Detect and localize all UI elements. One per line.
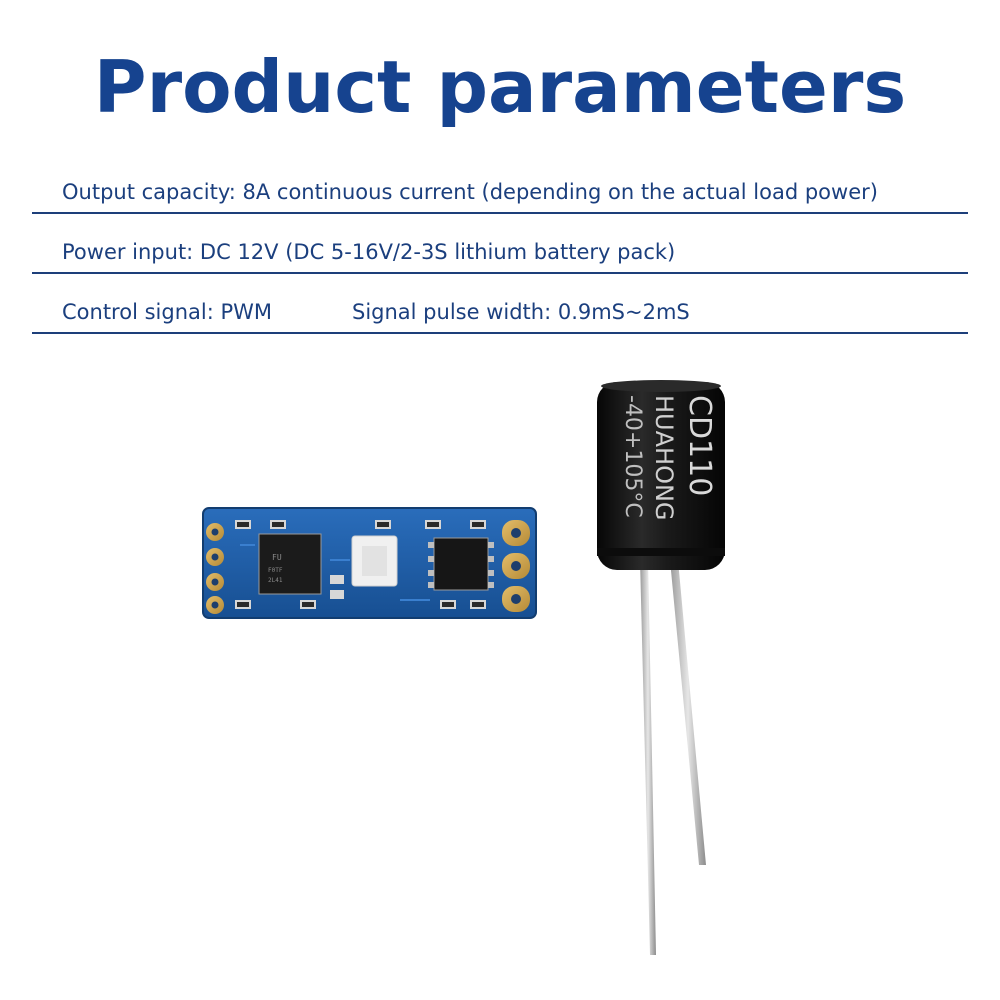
capacitor-brand: HUAHONG (650, 395, 678, 521)
svg-text:FU: FU (272, 553, 282, 562)
param-power-text: Power input: DC 12V (DC 5-16V/2-3S lithi… (62, 240, 676, 264)
param-row-signal: Control signal: PWM Signal pulse width: … (32, 274, 968, 334)
param-row-power: Power input: DC 12V (DC 5-16V/2-3S lithi… (32, 214, 968, 274)
electrolytic-capacitor: CD110 HUAHONG -40+105°C (597, 380, 725, 955)
svg-text:F0TF: F0TF (268, 567, 283, 574)
param-control-text: Control signal: PWM (62, 300, 272, 324)
left-solder-pads (206, 523, 224, 614)
driver-chip (428, 537, 494, 591)
smd-components (235, 520, 486, 609)
mcu-chip: FU F0TF 2L41 (258, 533, 322, 595)
right-solder-pads (502, 520, 530, 612)
capacitor-print: CD110 HUAHONG -40+105°C (620, 395, 717, 521)
svg-text:2L41: 2L41 (268, 577, 283, 584)
page-title: Product parameters (93, 45, 907, 129)
capacitor-model: CD110 (682, 395, 717, 496)
param-pulse-text: Signal pulse width: 0.9mS~2mS (352, 300, 690, 324)
capacitor-temp: -40+105°C (620, 395, 645, 518)
product-photo: FU F0TF 2L41 CD110 (202, 380, 725, 955)
param-output-text: Output capacity: 8A continuous current (… (62, 180, 878, 204)
param-row-output: Output capacity: 8A continuous current (… (32, 154, 968, 214)
esc-board: FU F0TF 2L41 (202, 507, 537, 619)
